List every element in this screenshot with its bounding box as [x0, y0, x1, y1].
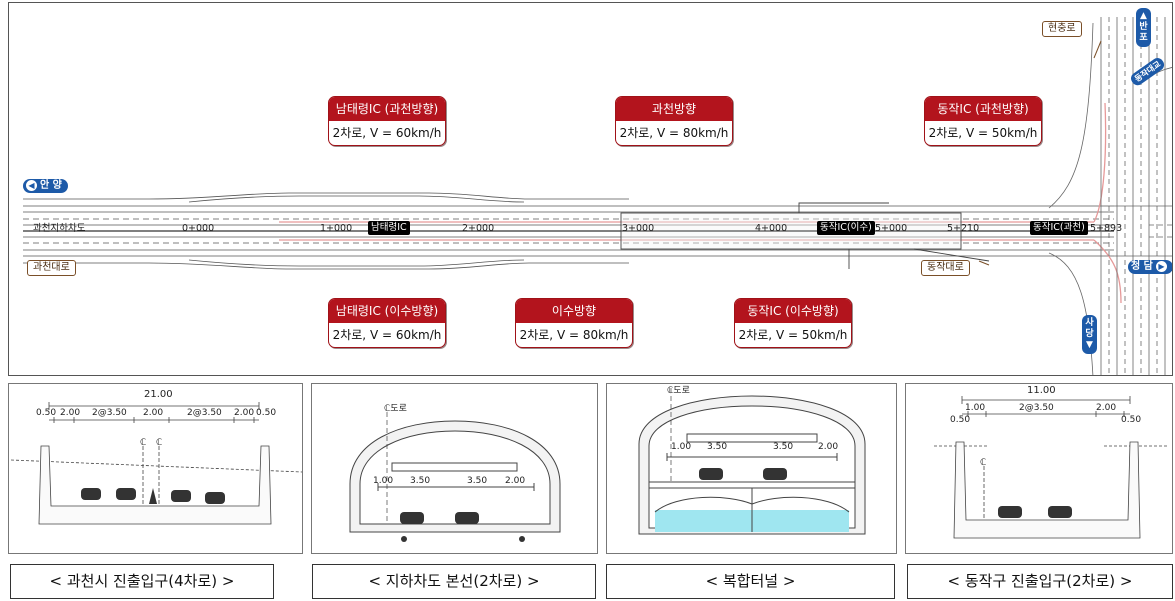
dim-value: 0.50: [1121, 415, 1142, 425]
callout-dongjak-isu: 동작IC (이수방향) 2차로, V = 50km/h: [734, 298, 852, 348]
centerline-mark: ℂ: [156, 438, 163, 448]
caption-section-1: < 과천시 진출입구(4차로) >: [10, 564, 274, 599]
car-icons: [998, 506, 1072, 518]
centerline-label: ℂ도로: [667, 386, 690, 396]
sign-south-label: 사당: [1085, 318, 1094, 339]
dim-value: 3.50: [707, 442, 728, 452]
caption-section-2: < 지하차도 본선(2차로) >: [312, 564, 596, 599]
callout-title: 과천방향: [616, 97, 732, 121]
car-icons: [81, 488, 225, 504]
callout-body: 2차로, V = 80km/h: [519, 328, 629, 342]
marker-dongjak-isu: 동작IC(이수): [817, 221, 875, 235]
sign-hyeonchung-ro-label: 현충로: [1048, 23, 1076, 34]
station-label: 5+000: [875, 223, 908, 234]
callout-gwacheon-direction: 과천방향 2차로, V = 80km/h: [615, 96, 733, 146]
dim-value: 3.50: [773, 442, 794, 452]
dim-value: 3.50: [467, 476, 488, 486]
centerline-label: ℂ도로: [384, 404, 407, 414]
callout-title: 동작IC (과천방향): [925, 97, 1041, 121]
marker-namtaeryeong-label: 남태령IC: [371, 222, 407, 233]
callout-body: 2차로, V = 80km/h: [619, 126, 729, 140]
sign-hyeonchung-ro: 현충로: [1042, 21, 1082, 37]
centerline-mark: ℂ: [140, 438, 147, 448]
dim-value: 3.50: [410, 476, 431, 486]
sign-dongjak-daero: 동작대로: [921, 260, 970, 276]
station-label: 0+000: [182, 223, 215, 234]
callout-title: 남태령IC (이수방향): [329, 299, 445, 323]
sign-cheongdam-label: 청 담: [1131, 261, 1153, 272]
road-plan-drawing: [23, 17, 1172, 375]
dim-value: 1.00: [965, 403, 986, 413]
section-2-drawing: [349, 412, 561, 542]
arrow-right-icon: ▶: [1155, 261, 1167, 272]
dim-value: 2.00: [505, 476, 526, 486]
dim-value: 1.00: [671, 442, 692, 452]
callout-body: 2차로, V = 50km/h: [928, 126, 1038, 140]
dim-value: 0.50: [950, 415, 971, 425]
callout-namtaeryeong-isu: 남태령IC (이수방향) 2차로, V = 60km/h: [328, 298, 446, 348]
callout-title: 동작IC (이수방향): [735, 299, 851, 323]
callout-title: 이수방향: [516, 299, 632, 323]
centerline-mark: ℂ: [980, 458, 987, 468]
station-label: 2+000: [462, 223, 495, 234]
caption-section-4: < 동작구 진출입구(2차로) >: [907, 564, 1173, 599]
dim-value: 2.00: [234, 408, 255, 418]
sign-dongjak-daero-label: 동작대로: [927, 262, 964, 273]
callout-title: 남태령IC (과천방향): [329, 97, 445, 121]
dim-value: 2@3.50: [187, 408, 222, 418]
callout-namtaeryeong-gwacheon: 남태령IC (과천방향) 2차로, V = 60km/h: [328, 96, 446, 146]
station-label: 5+893: [1090, 223, 1123, 234]
station-label: 5+210: [947, 223, 980, 234]
sign-anyang-label: 안 양: [40, 180, 62, 191]
sign-south-vertical: 사당 ▼: [1082, 315, 1097, 354]
marker-dongjak-gwacheon: 동작IC(과천): [1030, 221, 1088, 235]
callout-body: 2차로, V = 60km/h: [332, 126, 442, 140]
car-icons: [400, 512, 525, 542]
section-underpass-2lane: ℂ도로 1.00 3.50 3.50 2.00: [311, 383, 598, 554]
dim-value: 2.00: [1096, 403, 1117, 413]
dim-value: 2.00: [60, 408, 81, 418]
section-1-drawing: [10, 402, 303, 525]
dim-value: 0.50: [256, 408, 277, 418]
dim-value: 2@3.50: [1019, 403, 1054, 413]
dim-value: 1.00: [373, 476, 394, 486]
marker-dongjak-isu-label: 동작IC(이수): [820, 222, 872, 233]
dim-value: 2.00: [818, 442, 839, 452]
callout-body: 2차로, V = 50km/h: [738, 328, 848, 342]
sign-north-vertical: ▲ 반포: [1136, 8, 1151, 47]
sign-north-label: 반포: [1139, 22, 1148, 43]
section-3-drawing: [638, 388, 866, 535]
section-4-drawing: [934, 396, 1168, 539]
section-dongjak-2lane: 11.00 0.50 1.00 2@3.50 2.00 0.50 ℂ: [905, 383, 1173, 554]
callout-body: 2차로, V = 60km/h: [332, 328, 442, 342]
arrow-up-icon: ▲: [1140, 11, 1147, 21]
sign-gwacheon-daero-label: 과천대로: [33, 262, 70, 273]
arrow-left-icon: ◀: [26, 180, 37, 191]
plan-view-panel: 남태령IC (과천방향) 2차로, V = 60km/h 과천방향 2차로, V…: [8, 2, 1173, 376]
marker-namtaeryeong-ic: 남태령IC: [368, 221, 410, 235]
sign-anyang: ◀안 양: [23, 179, 68, 193]
callout-isu-direction: 이수방향 2차로, V = 80km/h: [515, 298, 633, 348]
station-label: 3+000: [622, 223, 655, 234]
car-icons: [699, 468, 787, 480]
dim-value: 2@3.50: [92, 408, 127, 418]
section-gwacheon-4lane: 21.00 0.50 2.00 2@3.50 2.00 2@3.50 2.00 …: [8, 383, 303, 554]
dim-value: 2.00: [143, 408, 164, 418]
dim-total: 11.00: [1027, 385, 1056, 396]
callout-dongjak-gwacheon: 동작IC (과천방향) 2차로, V = 50km/h: [924, 96, 1042, 146]
sign-gwacheon-daero: 과천대로: [27, 260, 76, 276]
cross-road: [1048, 17, 1172, 375]
label-underpass: 과천지하차도: [33, 223, 86, 234]
station-label: 1+000: [320, 223, 353, 234]
section-composite-tunnel: ℂ도로 1.00 3.50 3.50 2.00: [606, 383, 897, 554]
tunnel-alignment: [279, 102, 1122, 304]
marker-dongjak-gwacheon-label: 동작IC(과천): [1033, 222, 1085, 233]
dim-total: 21.00: [144, 389, 173, 400]
tunnel-box: [620, 202, 990, 269]
caption-section-3: < 복합터널 >: [606, 564, 895, 599]
arrow-down-icon: ▼: [1086, 340, 1093, 350]
station-label: 4+000: [755, 223, 788, 234]
dim-value: 0.50: [36, 408, 57, 418]
sign-cheongdam: 청 담▶: [1128, 260, 1172, 274]
